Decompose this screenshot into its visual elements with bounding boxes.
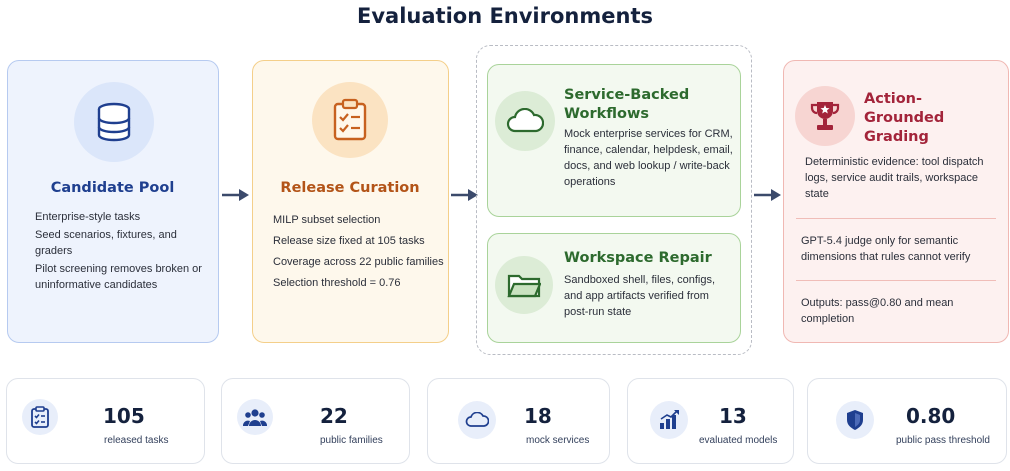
divider <box>796 280 996 281</box>
candidate-pool-list: Enterprise-style tasks Seed scenarios, f… <box>35 209 215 295</box>
stat-label: released tasks <box>104 435 169 446</box>
stat-card-tasks: 105 released tasks <box>6 378 205 464</box>
grading-card: Action-Grounded Grading Deterministic ev… <box>783 60 1009 343</box>
stat-value: 105 <box>103 404 145 428</box>
arrow-right-icon <box>222 189 249 201</box>
release-curation-title: Release Curation <box>280 180 420 196</box>
folder-icon <box>495 256 553 314</box>
arrow-right-icon <box>451 189 478 201</box>
stat-label: evaluated models <box>699 435 778 446</box>
list-item: MILP subset selection <box>273 214 381 226</box>
stat-value: 18 <box>524 404 552 428</box>
grading-outputs: Outputs: pass@0.80 and mean completion <box>801 297 954 325</box>
list-item: Seed scenarios, fixtures, and graders <box>35 229 177 257</box>
workspace-repair-card: Workspace Repair Sandboxed shell, files,… <box>487 233 741 343</box>
clipboard-list-icon <box>22 399 58 435</box>
cloud-outline-icon <box>458 401 496 439</box>
service-backed-card: Service-Backed Workflows Mock enterprise… <box>487 64 741 217</box>
stat-card-threshold: 0.80 public pass threshold <box>807 378 1007 464</box>
stat-value: 22 <box>320 404 348 428</box>
list-item: Enterprise-style tasks <box>35 211 141 223</box>
users-icon <box>237 399 273 435</box>
candidate-pool-card: Candidate Pool Enterprise-style tasks Se… <box>7 60 219 343</box>
grading-evidence: Deterministic evidence: tool dispatch lo… <box>805 156 984 200</box>
release-curation-card: Release Curation MILP subset selection R… <box>252 60 449 343</box>
list-item: Coverage across 22 public families <box>273 256 444 268</box>
environment-group <box>476 45 752 355</box>
candidate-pool-title: Candidate Pool <box>50 180 175 196</box>
stat-card-families: 22 public families <box>221 378 410 464</box>
grading-title: Action-Grounded Grading <box>864 91 945 145</box>
workspace-repair-text: Sandboxed shell, files, configs, and app… <box>564 274 716 318</box>
clipboard-checklist-icon <box>312 82 388 158</box>
list-item: Release size fixed at 105 tasks <box>273 235 425 247</box>
stat-label: public families <box>320 435 383 446</box>
service-backed-title: Service-Backed Workflows <box>564 87 690 122</box>
stat-value: 0.80 <box>906 404 956 428</box>
grading-judge: GPT-5.4 judge only for semantic dimensio… <box>801 235 971 263</box>
shield-check-icon <box>836 401 874 439</box>
stat-label: public pass threshold <box>896 435 990 446</box>
stat-card-services: 18 mock services <box>427 378 610 464</box>
workspace-repair-title: Workspace Repair <box>564 250 712 266</box>
release-curation-list: MILP subset selection Release size fixed… <box>273 212 445 293</box>
stat-value: 13 <box>719 404 747 428</box>
cloud-icon <box>495 91 555 151</box>
service-backed-text: Mock enterprise services for CRM, financ… <box>564 128 733 188</box>
list-item: Pilot screening removes broken or uninfo… <box>35 263 202 291</box>
database-icon <box>74 82 154 162</box>
list-item: Selection threshold = 0.76 <box>273 277 401 289</box>
arrow-right-icon <box>754 189 781 201</box>
bar-chart-icon <box>650 401 688 439</box>
divider <box>796 218 996 219</box>
page-title: Evaluation Environments <box>357 4 653 28</box>
stat-card-models: 13 evaluated models <box>627 378 794 464</box>
trophy-icon <box>795 86 855 146</box>
stat-label: mock services <box>526 435 590 446</box>
